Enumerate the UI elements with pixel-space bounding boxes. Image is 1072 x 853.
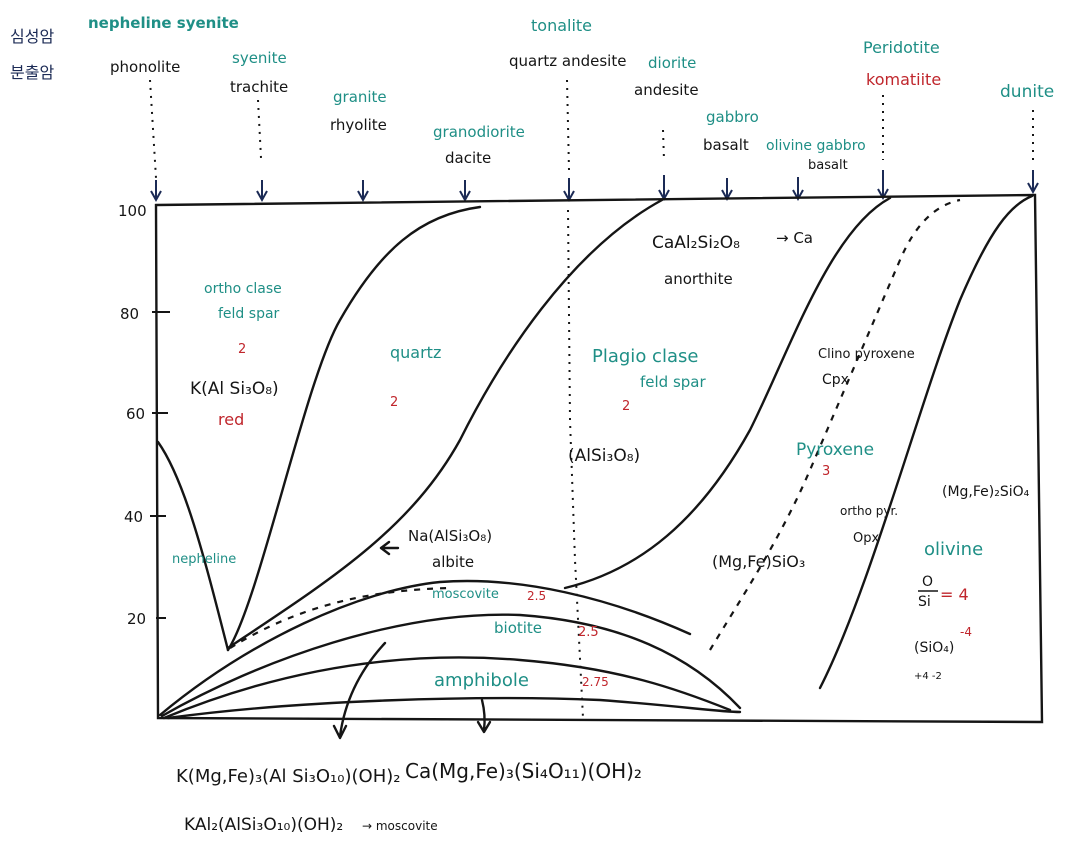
olivine-label: olivine xyxy=(924,539,983,560)
amphibole-num: 2.75 xyxy=(582,675,609,689)
col-volcanic-7: basalt xyxy=(808,158,848,173)
ratio-numerator: O xyxy=(922,574,933,590)
biotite-num: 2.5 xyxy=(578,625,599,640)
moscovite-label: moscovite xyxy=(432,587,499,602)
amphibole-formula: Ca(Mg,Fe)₃(Si₄O₁₁)(OH)₂ xyxy=(405,759,642,783)
col-volcanic-3: dacite xyxy=(445,149,491,167)
col-plutonic-8: Peridotite xyxy=(863,38,940,57)
orthoclase-label: ortho clase xyxy=(204,281,282,297)
albite-formula: Na(AlSi₃O₈) xyxy=(408,527,492,545)
bottom-formulas: K(Mg,Fe)₃(Al Si₃O₁₀)(OH)₂ Ca(Mg,Fe)₃(Si₄… xyxy=(176,759,642,835)
opx-label: ortho pyr. xyxy=(840,504,898,518)
rock-columns: nepheline syenite phonolite syenite trac… xyxy=(88,14,1054,173)
col-plutonic-2: granite xyxy=(333,88,387,106)
col-plutonic-9: dunite xyxy=(1000,82,1054,102)
sio4-parts: +4 -2 xyxy=(914,671,942,682)
anorthite-arrow-label: → Ca xyxy=(776,229,813,247)
amphibole-arrow xyxy=(476,698,492,734)
col-plutonic-4: tonalite xyxy=(531,16,592,35)
moscovite-num: 2.5 xyxy=(527,589,546,603)
y-tick-80: 80 xyxy=(120,305,139,323)
orthoclase-num: 2 xyxy=(238,342,246,357)
biotite-formula: K(Mg,Fe)₃(Al Si₃O₁₀)(OH)₂ xyxy=(176,766,400,787)
opx-formula: (Mg,Fe)SiO₃ xyxy=(712,552,805,571)
quartz-label: quartz xyxy=(390,343,441,362)
y-tick-20: 20 xyxy=(127,610,146,628)
pyroxene-num: 3 xyxy=(822,464,830,479)
col-plutonic-6: gabbro xyxy=(706,108,759,126)
nepheline-label: nepheline xyxy=(172,552,236,567)
col-volcanic-1: trachite xyxy=(230,78,288,96)
plagioclase-label-2: feld spar xyxy=(640,373,706,391)
plutonic-label: 심성암 xyxy=(10,27,54,46)
cpx-label: Clino pyroxene xyxy=(818,347,915,362)
col-plutonic-7: olivine gabbro xyxy=(766,138,866,154)
col-volcanic-4: quartz andesite xyxy=(509,52,626,70)
col-plutonic-5: diorite xyxy=(648,54,696,72)
plagioclase-label: Plagio clase xyxy=(592,346,698,367)
col-plutonic-1: syenite xyxy=(232,49,287,67)
sio4-charge: -4 xyxy=(960,625,972,639)
ratio-value: = 4 xyxy=(940,585,969,604)
column-arrows xyxy=(149,79,1039,203)
col-volcanic-0: phonolite xyxy=(110,58,180,76)
mineral-curves xyxy=(156,194,1034,720)
ratio-denominator: Si xyxy=(918,594,931,610)
albite-arrow xyxy=(379,540,400,556)
orthoclase-formula: K(Al Si₃O₈) xyxy=(190,379,279,399)
moscovite-arrow-label: → moscovite xyxy=(362,819,438,833)
orthoclase-note: red xyxy=(218,410,244,429)
col-volcanic-6: basalt xyxy=(703,136,749,154)
y-tick-60: 60 xyxy=(126,405,145,423)
anorthite-label: anorthite xyxy=(664,270,733,288)
col-volcanic-2: rhyolite xyxy=(330,116,387,134)
albite-label: albite xyxy=(432,553,474,571)
col-volcanic-8: komatiite xyxy=(866,70,941,89)
biotite-arrow xyxy=(332,641,387,740)
col-volcanic-5: andesite xyxy=(634,81,699,99)
cpx-abbr: Cpx xyxy=(822,372,849,388)
col-plutonic-3: granodiorite xyxy=(433,123,525,141)
volcanic-label: 분출암 xyxy=(10,63,54,82)
plagioclase-formula: (AlSi₃O₈) xyxy=(568,446,640,466)
y-tick-40: 40 xyxy=(124,508,143,526)
sio4-formula: (SiO₄) xyxy=(914,640,954,656)
moscovite-formula: KAl₂(AlSi₃O₁₀)(OH)₂ xyxy=(184,815,343,835)
biotite-label: biotite xyxy=(494,619,542,637)
diagram-frame xyxy=(154,193,1044,724)
pyroxene-label: Pyroxene xyxy=(796,440,874,460)
plagioclase-num: 2 xyxy=(622,399,630,414)
col-plutonic-0: nepheline syenite xyxy=(88,14,239,32)
y-tick-100: 100 xyxy=(118,202,147,220)
opx-abbr: Opx xyxy=(853,531,879,546)
y-axis: 100 80 60 40 20 xyxy=(118,202,170,628)
olivine-formula: (Mg,Fe)₂SiO₄ xyxy=(942,484,1030,500)
orthoclase-label-2: feld spar xyxy=(218,306,280,322)
mineral-labels: ortho clase feld spar 2 K(Al Si₃O₈) red … xyxy=(172,229,1030,691)
quartz-num: 2 xyxy=(390,395,398,410)
amphibole-label: amphibole xyxy=(434,670,529,691)
anorthite-formula: CaAl₂Si₂O₈ xyxy=(652,233,740,253)
